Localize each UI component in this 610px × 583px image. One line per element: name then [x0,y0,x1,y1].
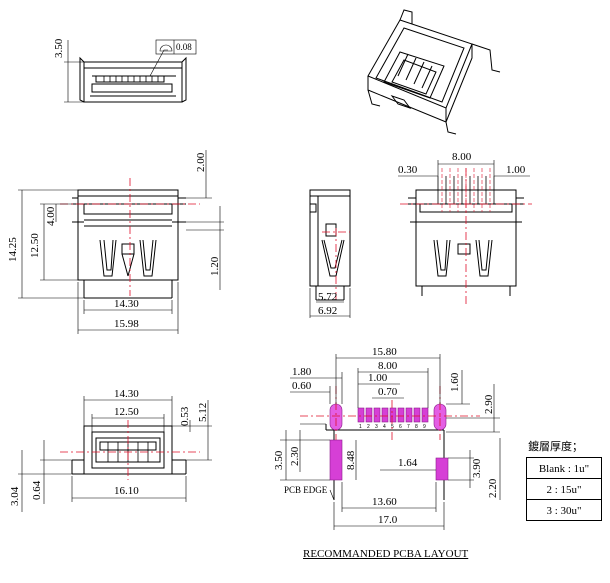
pcba-d16-label: 17.0 [378,514,398,526]
pcba-d5-label: 1.00 [368,372,388,384]
pin-label: 4 [383,424,386,430]
front-d3-label: 12.50 [29,233,41,258]
pcba-d4-label: 0.60 [292,380,312,392]
pin-label: 8 [415,424,418,430]
plating-row: 2 : 15u" [526,478,602,500]
isometric-view [367,9,501,135]
bottom-d2-label: 12.50 [114,406,139,418]
side-d1-label: 5.72 [318,291,337,303]
pcba-layout: 1 2 3 4 5 6 7 8 9 15.80 8.00 1.80 0.60 [273,346,501,530]
plating-row: 3 : 30u" [526,499,602,521]
bottom-d3-label: 0.53 [179,406,191,426]
pin-label: 1 [359,424,362,430]
pcb-edge-label: PCB EDGE [284,485,328,495]
bottom-d4-label: 5.12 [197,403,209,422]
top-height-label: 3.50 [53,38,65,58]
front-d2-label: 14.25 [7,237,19,262]
pcba-layout-title: RECOMMANDED PCBA LAYOUT [303,548,469,560]
pcba-d14-label: 2.20 [487,478,499,498]
pcba-d6-label: 1.60 [449,372,461,392]
plating-row: Blank : 1u" [526,457,602,479]
pcba-d11-label: 8.48 [345,450,357,470]
pcba-d1-label: 15.80 [372,346,397,358]
pin-label: 2 [367,424,370,430]
pin-label: 7 [407,424,410,430]
pcba-d3-label: 1.80 [292,366,312,378]
front-d1-label: 2.00 [195,152,207,172]
side-d2-label: 6.92 [318,305,337,317]
pcba-d12-label: 1.64 [398,457,418,469]
rear-view: 8.00 0.30 1.00 [398,151,532,304]
pcba-d13-label: 3.90 [471,458,483,478]
pin-label: 6 [399,424,402,430]
rear-d1-label: 0.30 [398,164,418,176]
plating-title: 鍍層厚度； [528,441,583,453]
pcba-d7-label: 0.70 [378,386,398,398]
pin-label: 5 [391,424,394,430]
pcba-d9-label: 3.50 [273,450,285,470]
side-view: 5.72 6.92 [309,189,351,318]
pin-label: 9 [423,424,426,430]
bottom-d7-label: 16.10 [114,485,139,497]
rear-d2-label: 8.00 [452,151,472,163]
front-d4-label: 4.00 [45,206,57,226]
pcba-d15-label: 13.60 [372,496,397,508]
front-d5-label: 1.20 [209,256,221,276]
pcba-d8-label: 2.90 [483,394,495,414]
pcba-d2-label: 8.00 [378,360,398,372]
top-view: 3.50 0.08 [53,38,197,103]
bottom-view: 14.30 12.50 0.53 5.12 3.04 0.64 16.10 [9,388,212,512]
front-d6-label: 14.30 [114,298,139,310]
bottom-d5-label: 3.04 [9,486,21,506]
bottom-d6-label: 0.64 [31,480,43,500]
front-view: 14.25 12.50 4.00 2.00 1.20 14.30 15.98 [7,150,224,334]
plating-thickness-table: 鍍層厚度； Blank : 1u" 2 : 15u" 3 : 30u" [526,436,602,521]
bottom-d1-label: 14.30 [114,388,139,400]
flatness-label: 0.08 [176,42,192,52]
pcba-d10-label: 2.30 [289,446,301,466]
pin-label: 3 [375,424,378,430]
front-d7-label: 15.98 [114,318,139,330]
rear-d3-label: 1.00 [506,164,526,176]
